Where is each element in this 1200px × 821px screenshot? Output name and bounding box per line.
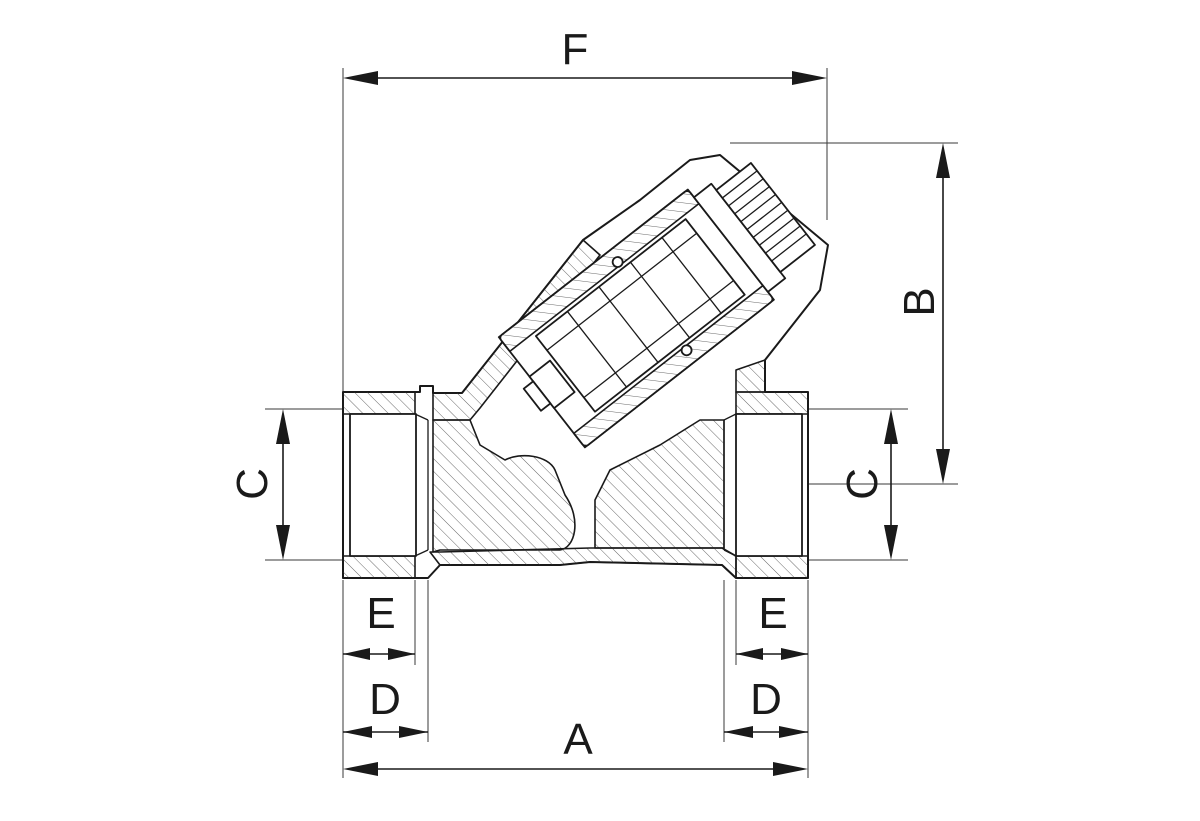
label-C-right: C	[838, 468, 887, 500]
extension-lines	[265, 68, 958, 778]
dimension-E-left	[343, 648, 415, 660]
dimension-F	[343, 71, 827, 85]
knurling	[721, 170, 807, 262]
dimension-D-left	[343, 726, 428, 738]
dimension-A	[343, 762, 808, 776]
dimension-D-right	[724, 726, 808, 738]
label-D-left: D	[369, 675, 401, 724]
label-E-right: E	[758, 589, 787, 638]
dimension-C-right	[884, 409, 898, 560]
dimension-B	[936, 143, 950, 484]
label-A: A	[563, 715, 593, 764]
label-C-left: C	[228, 468, 277, 500]
label-F: F	[562, 25, 589, 74]
dimension-C-left	[276, 409, 290, 560]
label-B: B	[895, 287, 944, 316]
label-D-right: D	[750, 675, 782, 724]
dimension-E-right	[736, 648, 808, 660]
strainer-cap	[497, 162, 816, 449]
label-E-left: E	[366, 589, 395, 638]
